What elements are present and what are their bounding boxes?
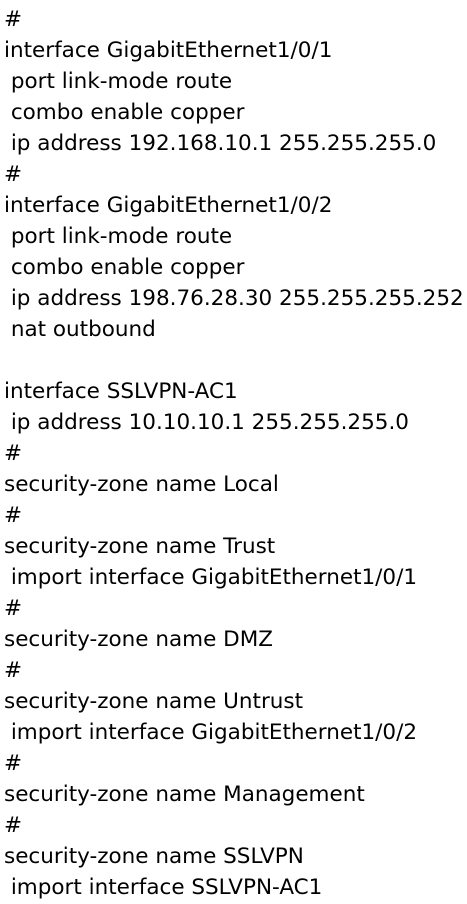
config-line: # xyxy=(4,503,23,528)
config-line: import interface GigabitEthernet1/0/1 xyxy=(4,565,418,590)
config-line: import interface SSLVPN-AC1 xyxy=(4,875,323,900)
config-line: security-zone name DMZ xyxy=(4,627,273,652)
config-line: interface GigabitEthernet1/0/2 xyxy=(4,193,333,218)
config-line: port link-mode route xyxy=(4,69,233,94)
config-line: security-zone name Untrust xyxy=(4,689,304,714)
config-line: security-zone name Trust xyxy=(4,534,276,559)
config-line: # xyxy=(4,813,23,838)
config-line: ip address 10.10.10.1 255.255.255.0 xyxy=(4,410,409,435)
config-line: security-zone name Management xyxy=(4,782,365,807)
config-line: import interface GigabitEthernet1/0/2 xyxy=(4,720,418,745)
config-line: interface SSLVPN-AC1 xyxy=(4,379,238,404)
config-line: nat outbound xyxy=(4,317,156,342)
config-line xyxy=(4,345,467,376)
config-line: # xyxy=(4,7,23,32)
config-line: # xyxy=(4,751,23,776)
config-line: port link-mode route xyxy=(4,224,233,249)
config-line: combo enable copper xyxy=(4,100,245,125)
config-line: ip address 198.76.28.30 255.255.255.252 xyxy=(4,286,464,311)
config-line: interface GigabitEthernet1/0/1 xyxy=(4,38,333,63)
config-line: combo enable copper xyxy=(4,255,245,280)
config-line: # xyxy=(4,441,23,466)
config-line: ip address 192.168.10.1 255.255.255.0 xyxy=(4,131,437,156)
config-line: # xyxy=(4,596,23,621)
config-line: security-zone name SSLVPN xyxy=(4,844,304,869)
config-line: # xyxy=(4,162,23,187)
config-line: # xyxy=(4,658,23,683)
config-line: security-zone name Local xyxy=(4,472,279,497)
